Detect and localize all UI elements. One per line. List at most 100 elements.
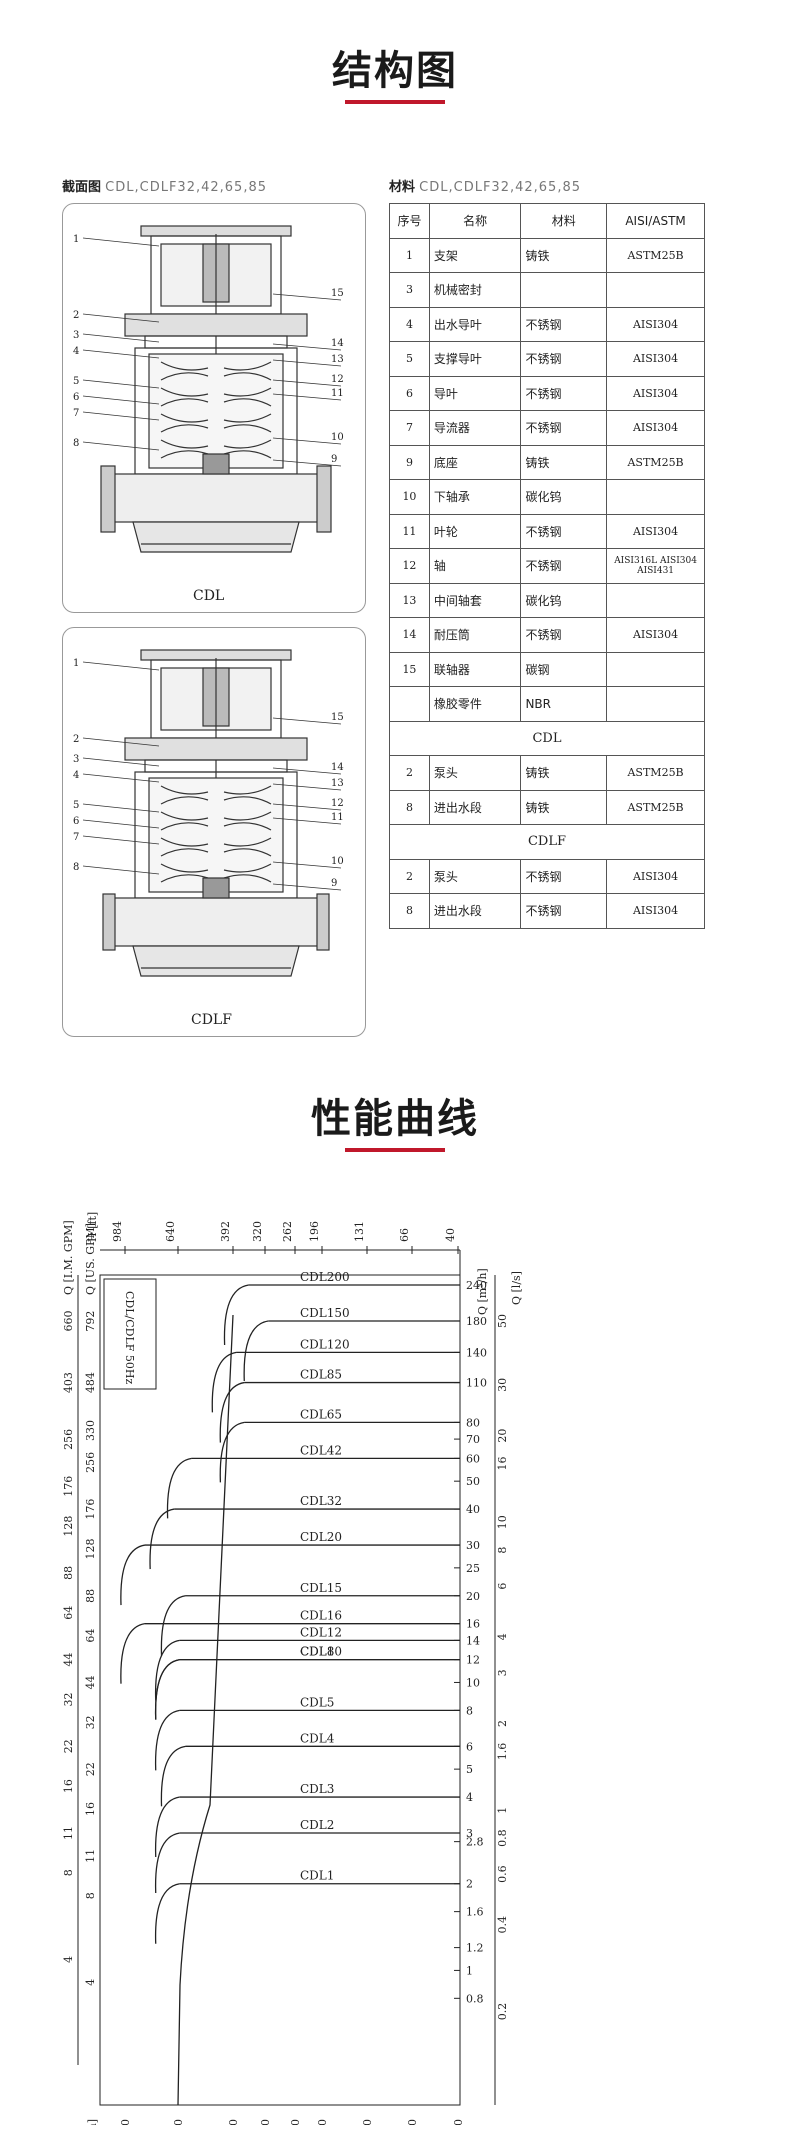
callout-leader: [272, 783, 342, 791]
right-axis-tick-label: 6: [466, 1740, 473, 1753]
right-axis-tick-label: 70: [466, 1433, 480, 1446]
top-axis-tick-label: 984: [111, 1221, 124, 1242]
callout-leader: [272, 343, 342, 351]
part-name-cell: 导叶: [428, 375, 522, 411]
cross-section-models: CDL,CDLF32,42,65,85: [105, 180, 267, 195]
impeller-stage: [160, 837, 272, 847]
right-axis-ls-tick-label: 10: [496, 1515, 509, 1529]
part-number-cell: 13: [389, 582, 430, 618]
left-axis-us-tick-label: 128: [84, 1538, 97, 1559]
part-name-cell: 出水导叶: [428, 306, 522, 342]
standard-cell: [606, 479, 705, 515]
material-cell: 不锈钢: [520, 513, 608, 549]
callout-leader: [82, 349, 160, 359]
inlet-flange: [102, 893, 116, 951]
standard-cell: AISI304: [606, 858, 705, 894]
right-axis-tick-label: 25: [466, 1562, 480, 1575]
callout-number: 5: [73, 376, 79, 387]
series-curve-cdl120: [211, 1351, 237, 1413]
standard-cell: AISI316L AISI304 AISI431: [606, 548, 705, 584]
right-axis-tick-label: 50: [466, 1475, 480, 1488]
cross-section-label: 截面图: [62, 180, 102, 195]
inner-chamber: [148, 777, 284, 893]
right-axis-ls-tick-label: 0.4: [496, 1916, 509, 1934]
right-axis-tick-label: 180: [466, 1315, 487, 1328]
top-axis-tick-label: 392: [219, 1221, 232, 1242]
standard-cell: AISI304: [606, 513, 705, 549]
impeller-stage: [160, 450, 272, 459]
material-cell: NBR: [520, 686, 608, 722]
impeller-stage: [160, 398, 272, 407]
series-label: CDL32: [300, 1494, 342, 1508]
right-axis-tick-label: 12: [466, 1654, 480, 1667]
material-cell: 不锈钢: [520, 617, 608, 653]
left-axis-us-tick-label: 88: [84, 1589, 97, 1603]
impeller-stage: [160, 811, 272, 821]
inlet-outlet-section: [112, 473, 320, 523]
chart-note: CDL/CDLF 50Hz: [123, 1291, 136, 1385]
left-axis-us-tick-label: 11: [84, 1849, 97, 1863]
callout-number: 10: [331, 856, 344, 867]
part-number-cell: 11: [389, 513, 430, 549]
series-label: CDL120: [300, 1337, 350, 1351]
callout-number: 1: [73, 234, 79, 245]
right-axis-ls-tick-label: 1.6: [496, 1743, 509, 1761]
left-axis-us-tick-label: 64: [84, 1629, 97, 1643]
left-axis-imp-tick-label: 22: [62, 1739, 75, 1753]
left-axis-us-tick-label: 32: [84, 1715, 97, 1729]
right-axis-tick-label: 2.8: [466, 1836, 484, 1849]
chart-note-box: [103, 1278, 157, 1390]
right-axis-tick-label: 4: [466, 1791, 473, 1804]
cdl-diagram-label: CDL: [193, 588, 225, 604]
material-cell: 不锈钢: [520, 893, 608, 929]
callout-number: 9: [331, 878, 337, 889]
bottom-axis-tick-label: 10: [452, 2119, 465, 2125]
callout-number: 15: [331, 288, 344, 299]
standard-cell: ASTM25B: [606, 789, 705, 825]
impeller-stage: [160, 822, 272, 831]
bottom-axis-tick-label: 100: [259, 2119, 272, 2125]
pump-outline: [100, 225, 332, 553]
materials-models: CDL,CDLF32,42,65,85: [419, 180, 581, 195]
right-axis-tick-label: 1: [466, 1964, 473, 1977]
callout-leader: [82, 441, 160, 451]
series-label: CDL15: [300, 1581, 342, 1595]
chart-frame: [77, 1249, 496, 2106]
impeller-stage: [160, 413, 272, 423]
part-name-cell: 泵头: [428, 755, 522, 791]
standard-cell: AISI304: [606, 893, 705, 929]
part-number-cell: 9: [389, 444, 430, 480]
callout-number: 15: [331, 712, 344, 723]
standard-cell: [606, 686, 705, 722]
part-number-cell: 5: [389, 341, 430, 377]
bottom-axis-tick-label: 300: [119, 2119, 132, 2125]
part-number-cell: 8: [389, 893, 430, 929]
part-number-cell: [389, 686, 430, 722]
callout-leader: [82, 237, 160, 247]
right-axis-tick-label: 110: [466, 1377, 487, 1390]
left-axis-imp-tick-label: 64: [62, 1606, 75, 1620]
left-axis-imp-tick-label: 256: [62, 1429, 75, 1450]
part-name-cell: 导流器: [428, 410, 522, 446]
callout-leader: [82, 411, 160, 421]
series-curve-cdl2: [154, 1832, 180, 1894]
series-curve-cdl8: [154, 1659, 180, 1720]
header-cell: 序号: [389, 203, 430, 239]
callout-leader: [272, 861, 342, 869]
standard-cell: AISI304: [606, 617, 705, 653]
callout-number: 4: [73, 770, 79, 781]
series-curve-cdl65: [219, 1421, 245, 1483]
impeller-stage: [160, 439, 272, 449]
material-cell: 不锈钢: [520, 548, 608, 584]
callout-leader: [272, 803, 342, 811]
impeller-stage: [160, 387, 272, 397]
top-axis-tick-label: 640: [164, 1221, 177, 1242]
inlet-flange: [100, 465, 116, 533]
left-axis-imp-tick-label: 176: [62, 1476, 75, 1497]
